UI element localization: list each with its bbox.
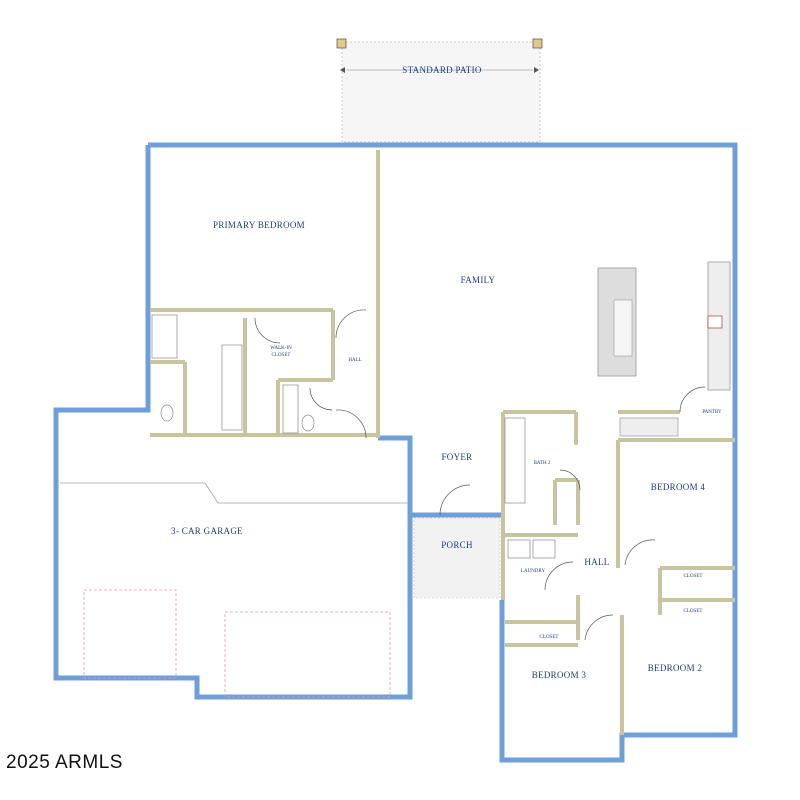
closet-b3-label: CLOSET [540,635,559,640]
bath-label: BATH 2 [534,461,551,466]
kitchen-island [597,267,637,377]
laundry-label: LAUNDRY [521,569,546,574]
walk-in-closet-label-2: CLOSET [272,353,291,358]
pantry-label: PANTRY [702,410,722,415]
foyer-label: FOYER [441,452,472,462]
interior-walls [56,150,735,735]
primary-bedroom-label: PRIMARY BEDROOM [213,220,305,230]
bath-fixtures [151,314,556,559]
kitchen-counter [707,261,731,391]
garage-label: 3- CAR GARAGE [171,526,243,536]
closet-b2-label: CLOSET [684,609,703,614]
bedroom-3-label: BEDROOM 3 [532,670,587,680]
walk-in-closet-label-1: WALK-IN [270,346,292,351]
hall-upper-label: HALL [348,358,361,363]
porch-area [413,517,501,599]
exterior-walls [53,142,738,763]
family-label: FAMILY [461,275,496,285]
hall-lower-label: HALL [584,557,609,567]
copyright-text: 2025 ARMLS [6,752,123,773]
porch-label: PORCH [441,540,473,550]
bedroom-4-label: BEDROOM 4 [651,482,706,492]
doors [254,309,706,641]
patio-label: STANDARD PATIO [402,65,482,75]
closet-b4-label: CLOSET [684,574,703,579]
patio [336,38,543,143]
bedroom-2-label: BEDROOM 2 [648,663,702,673]
pantry-shelf [619,417,679,437]
garage-details [60,482,408,698]
